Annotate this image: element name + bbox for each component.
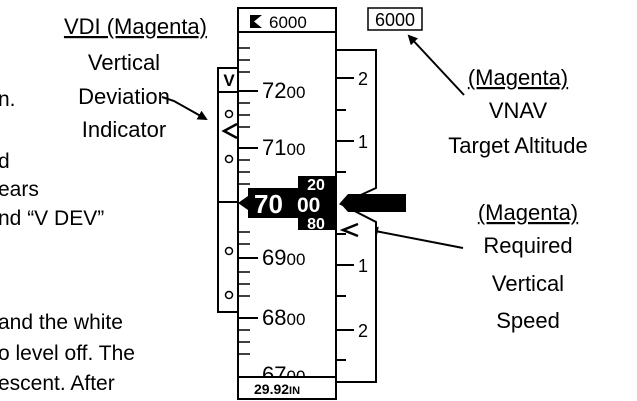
rvs-callout-title: (Magenta): [478, 200, 578, 225]
vnav-callout-title: (Magenta): [468, 65, 568, 90]
vnav-callout-line: VNAV: [489, 98, 548, 123]
altitude-readout-small: 00: [297, 194, 320, 217]
altitude-tape: 6000: [237, 7, 337, 400]
rvs-callout-line: Vertical: [492, 271, 564, 296]
tape-altitude-label: 6900: [262, 245, 305, 270]
rvs-callout: (Magenta) Required Vertical Speed: [368, 200, 578, 333]
vdi-callout-arrow: [161, 96, 208, 120]
altitude-readout-value: 70: [254, 189, 283, 219]
vdi-scale: V: [217, 67, 241, 313]
baro-setting-value: 29.92IN: [254, 381, 300, 397]
partial-text-line: d: [0, 150, 10, 173]
partial-text-line: o level off. The: [0, 342, 135, 365]
baro-setting-box: 29.92IN: [237, 376, 337, 400]
vdi-label: V: [223, 71, 235, 90]
vdi-callout-line: Indicator: [82, 117, 166, 142]
required-vs-pointer: [339, 222, 359, 238]
vsi-label: 2: [358, 321, 368, 341]
altitude-roll-lower: 80: [307, 216, 325, 233]
vsi-label: 1: [358, 256, 368, 276]
vdi-callout: VDI (Magenta) Vertical Deviation Indicat…: [64, 14, 208, 142]
rvs-callout-line: Required: [483, 233, 572, 258]
vsi-scale: 2 1 1 2: [336, 49, 377, 383]
vnav-callout: (Magenta) VNAV Target Altitude: [407, 34, 588, 158]
current-altitude-readout: 20 70 00 80: [238, 176, 336, 233]
rvs-callout-arrow: [368, 226, 464, 249]
partial-text-line: ears: [0, 178, 39, 201]
vnav-target-altitude-bar: [340, 194, 406, 212]
vdi-dot: [224, 154, 234, 164]
vdi-deviation-pointer: [221, 122, 238, 140]
vnav-target-box: 6000: [367, 7, 423, 31]
partial-text-line: and the white: [0, 311, 123, 334]
selected-altitude-bug-icon: [250, 15, 262, 28]
vnav-target-value: 6000: [375, 10, 415, 30]
partial-text-line: n.: [0, 88, 16, 111]
vdi-dot: [224, 109, 234, 119]
vsi-label: 1: [358, 132, 368, 152]
vnav-callout-line: Target Altitude: [448, 133, 587, 158]
vdi-callout-line: Vertical: [88, 50, 160, 75]
vdi-dot: [224, 290, 234, 300]
vdi-callout-line: Deviation: [78, 84, 170, 109]
partial-text-line: escent. After: [0, 372, 115, 395]
tape-altitude-label: 7100: [262, 135, 305, 160]
partial-body-text: n. d ears nd “V DEV” and the white o lev…: [0, 88, 135, 395]
tape-altitude-label: 6800: [262, 305, 305, 330]
altitude-roll-upper: 20: [307, 177, 325, 194]
vdi-dot: [224, 246, 234, 256]
tape-altitude-label: 7200: [262, 78, 305, 103]
vdi-callout-title: VDI (Magenta): [64, 14, 207, 39]
vnav-callout-arrow: [407, 34, 465, 96]
rvs-callout-line: Speed: [496, 308, 560, 333]
selected-altitude-value: 6000: [269, 13, 307, 32]
vsi-label: 2: [358, 69, 368, 89]
partial-text-line: nd “V DEV”: [0, 207, 104, 230]
svg-text:6000: 6000: [375, 10, 415, 30]
